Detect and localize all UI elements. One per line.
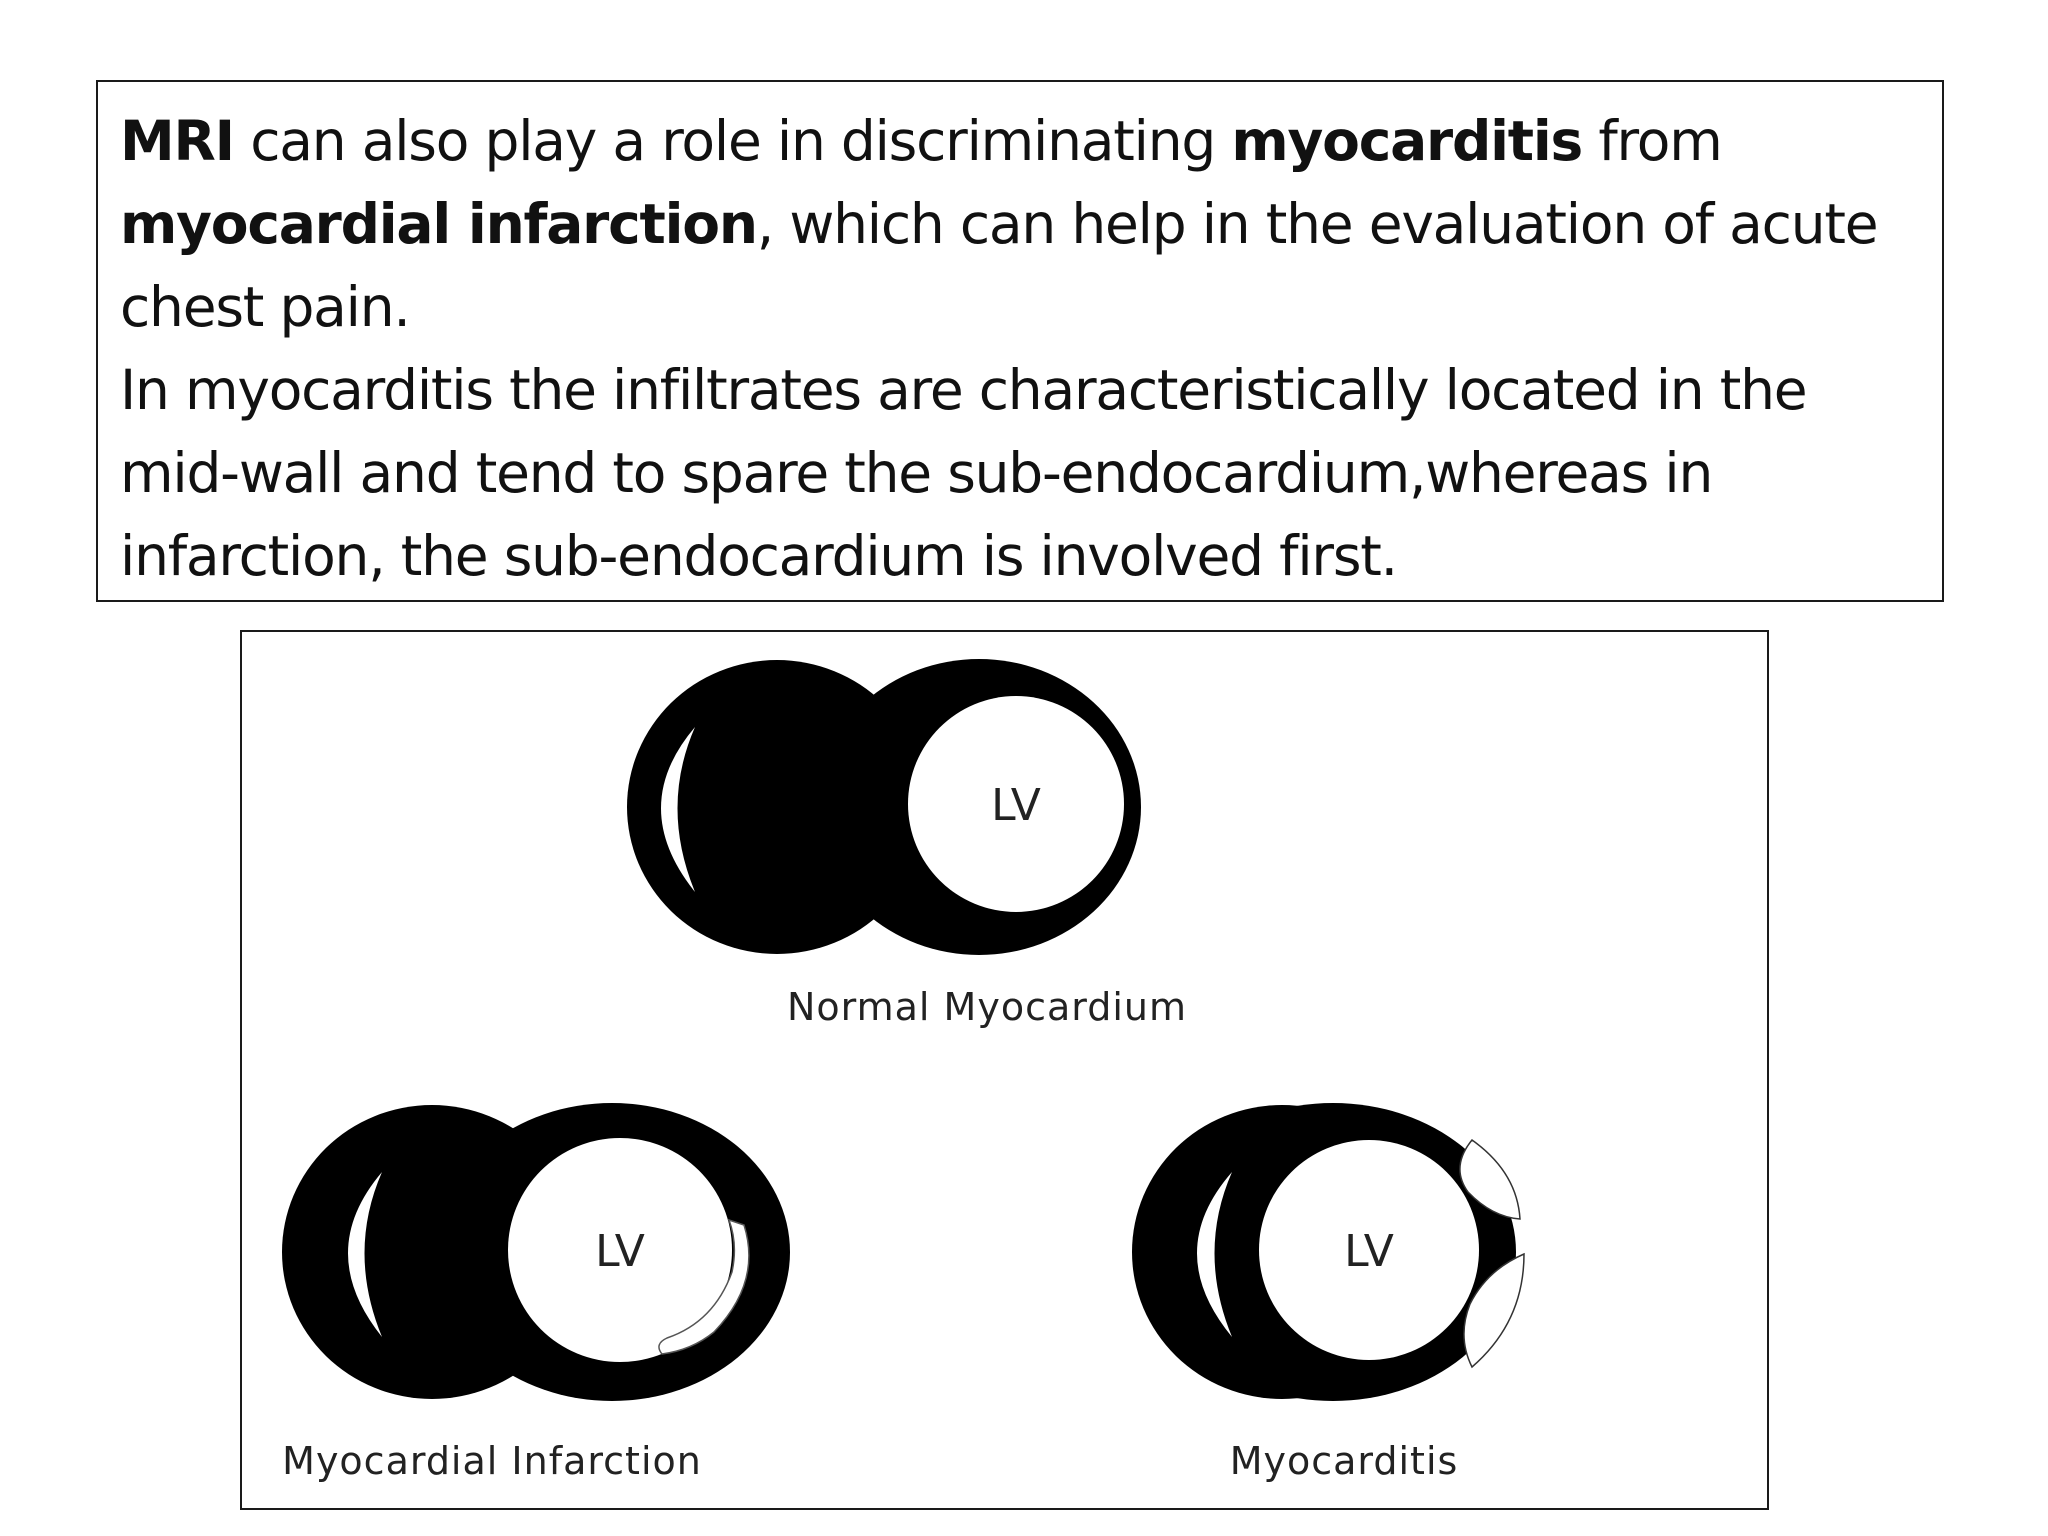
myocarditis-midwall-lesion-lower	[1463, 1252, 1525, 1369]
infarction-lv-label: LV	[595, 1226, 645, 1277]
myocarditis-heart: LV Myocarditis	[1132, 1103, 1525, 1483]
myocarditis-rv-cavity	[1197, 1172, 1232, 1337]
paragraph-intro: MRI can also play a role in discriminati…	[120, 100, 1920, 349]
subendocardial-infarct-region	[658, 1218, 750, 1355]
normal-lv-label: LV	[991, 780, 1041, 831]
normal-caption: Normal Myocardium	[787, 985, 1187, 1029]
intro-text-3: , which can help in the evaluation of ac…	[120, 192, 1879, 339]
infarction-lv-cavity	[508, 1138, 732, 1362]
myocarditis-caption: Myocarditis	[1230, 1439, 1459, 1483]
infarction-caption: Myocardial Infarction	[282, 1439, 702, 1483]
intro-text-1: can also play a role in discriminating	[233, 109, 1232, 173]
myocarditis-lv-label: LV	[1344, 1226, 1394, 1277]
term-myocarditis: myocarditis	[1231, 109, 1583, 173]
intro-text-2: from	[1582, 109, 1722, 173]
normal-lv-cavity	[908, 696, 1124, 912]
paragraph-location: In myocarditis the infiltrates are chara…	[120, 358, 1808, 588]
term-mri: MRI	[120, 109, 235, 173]
normal-heart: LV Normal Myocardium	[627, 659, 1187, 1029]
term-myocardial-infarction: myocardial infarction	[120, 192, 758, 256]
myocardium-diagram: LV Normal Myocardium LV Myocardial Infar…	[240, 630, 1769, 1510]
myocarditis-midwall-lesion-upper	[1459, 1138, 1521, 1220]
infarction-rv-cavity	[348, 1172, 382, 1337]
myocarditis-lv-cavity	[1259, 1140, 1479, 1360]
infarction-heart: LV Myocardial Infarction	[282, 1103, 790, 1483]
normal-rv-cavity	[661, 727, 695, 892]
explanation-text-box: MRI can also play a role in discriminati…	[96, 80, 1944, 602]
myocardium-diagram-svg: LV Normal Myocardium LV Myocardial Infar…	[282, 659, 1525, 1483]
